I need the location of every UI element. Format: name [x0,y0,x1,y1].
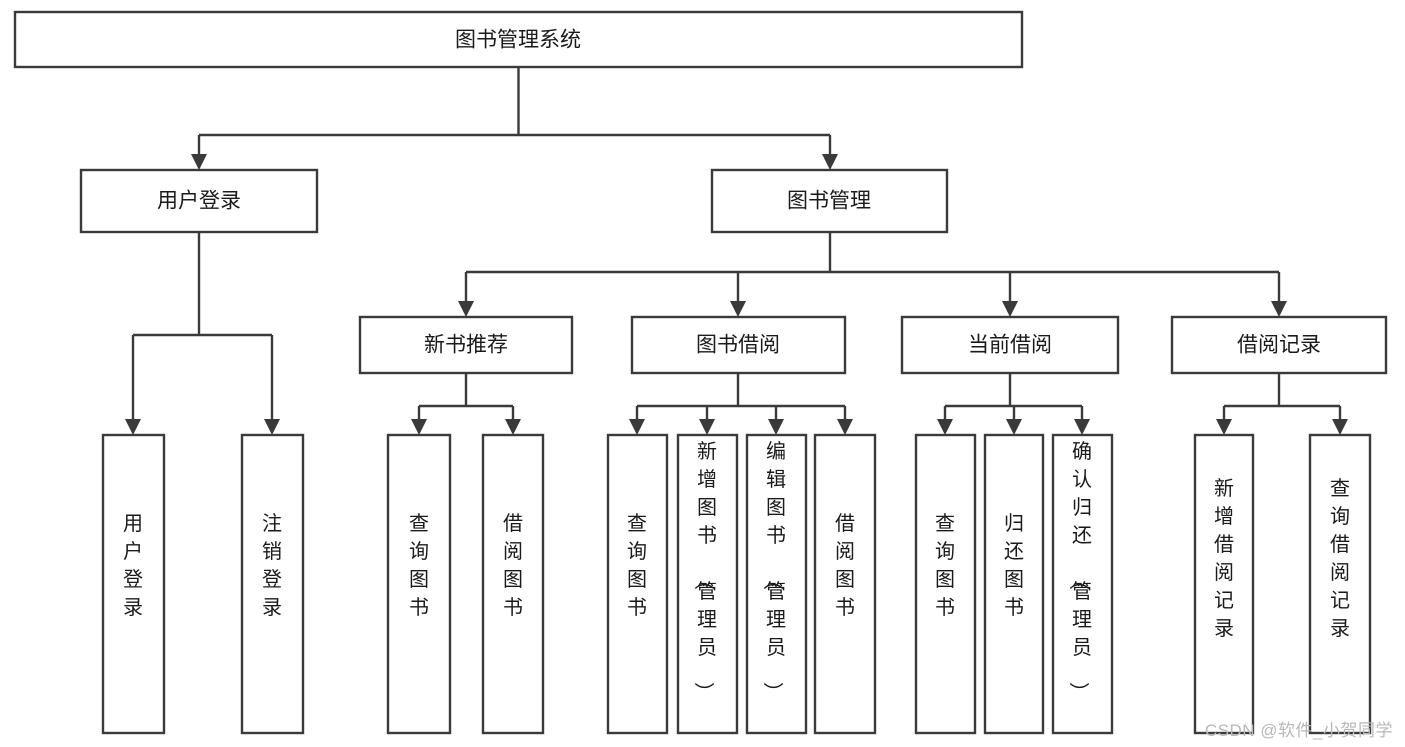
node-leaf-user-login-label: 用户登录 [123,513,143,619]
node-book-borrow[interactable]: 图书借阅 [630,315,847,375]
node-leaf-logout-label: 注销登录 [262,512,282,619]
arrow-head-current-borrow [1002,301,1018,317]
node-leaf-query-book-1-label: 查询图书 [409,512,429,619]
node-leaf-borrow-book-1-label: 借阅图书 [503,512,523,619]
arrow-head-leaf-user-login [125,419,141,435]
node-borrow-record-box[interactable] [1170,315,1388,375]
node-current-borrow[interactable]: 当前借阅 [900,315,1120,375]
csdn-watermark: CSDN @软件_小贺同学 [1204,721,1393,740]
node-leaf-query-record-box[interactable] [1308,433,1372,735]
node-user-login-box[interactable] [79,168,319,234]
node-borrow-record-label: 借阅记录 [1237,334,1321,357]
node-leaf-add-record-box[interactable] [1193,433,1255,735]
node-leaf-confirm-return-box[interactable] [1051,433,1114,735]
node-leaf-borrow-book-2[interactable]: 借阅图书 [813,433,877,735]
node-leaf-query-book-3-label: 查询图书 [935,512,955,619]
node-root-label: 图书管理系统 [455,29,581,52]
connector-layer [125,67,1348,435]
node-leaf-add-record-label: 新增借阅记录 [1214,477,1234,640]
node-leaf-edit-book-box[interactable] [745,433,808,735]
node-book-borrow-label: 图书借阅 [696,334,780,357]
node-user-login[interactable]: 用户登录 [79,168,319,234]
node-new-book-rec[interactable]: 新书推荐 [358,315,574,375]
node-book-manage-label: 图书管理 [787,190,871,213]
node-leaf-borrow-book-1[interactable]: 借阅图书 [481,433,545,735]
node-leaf-query-book-1[interactable]: 查询图书 [386,433,452,735]
node-leaf-confirm-return-label: 确认归还（管理员） [1067,440,1092,702]
node-leaf-return-book-label: 归还图书 [1004,512,1024,619]
node-user-login-label: 用户登录 [157,190,241,213]
node-leaf-add-record[interactable]: 新增借阅记录 [1193,433,1255,735]
node-leaf-return-book[interactable]: 归还图书 [983,433,1045,735]
arrow-head-leaf-return-book [1006,419,1022,435]
node-book-borrow-box[interactable] [630,315,847,375]
node-leaf-logout[interactable]: 注销登录 [240,433,305,735]
node-leaf-query-record-label: 查询借阅记录 [1330,477,1350,640]
node-leaf-add-book-box[interactable] [676,433,739,735]
node-leaf-query-book-3[interactable]: 查询图书 [914,433,977,735]
node-leaf-query-book-2-label: 查询图书 [627,512,647,619]
node-book-manage-box[interactable] [710,168,949,234]
node-leaf-user-login-box[interactable] [101,433,166,735]
arrow-head-borrow-record [1271,301,1287,317]
node-leaf-borrow-book-1-box[interactable] [481,433,545,735]
arrow-head-user-login [191,154,207,170]
node-book-manage[interactable]: 图书管理 [710,168,949,234]
arrow-head-leaf-query-record [1332,419,1348,435]
arrow-head-leaf-logout [264,419,280,435]
node-leaf-query-book-3-box[interactable] [914,433,977,735]
node-borrow-record[interactable]: 借阅记录 [1170,315,1388,375]
arrow-head-leaf-confirm-return [1074,419,1090,435]
node-leaf-borrow-book-2-box[interactable] [813,433,877,735]
node-current-borrow-label: 当前借阅 [968,334,1052,357]
node-leaf-user-login[interactable]: 用户登录 [101,433,166,735]
node-leaf-logout-box[interactable] [240,433,305,735]
arrow-head-book-manage [822,154,838,170]
node-leaf-return-book-box[interactable] [983,433,1045,735]
node-leaf-add-book-label: 新增图书（管理员） [692,440,717,702]
node-leaf-confirm-return[interactable]: 确认归还（管理员） [1051,433,1114,735]
node-root[interactable]: 图书管理系统 [13,10,1024,69]
arrow-head-book-borrow [730,301,746,317]
arrow-head-leaf-query-book-2 [629,419,645,435]
node-leaf-query-book-2-box[interactable] [606,433,669,735]
node-leaf-add-book[interactable]: 新增图书（管理员） [676,433,739,735]
node-new-book-rec-box[interactable] [358,315,574,375]
node-leaf-edit-book-label: 编辑图书（管理员） [761,440,786,702]
arrow-head-leaf-add-record [1216,419,1232,435]
arrow-head-leaf-edit-book [768,419,784,435]
node-root-box[interactable] [13,10,1024,69]
arrow-head-new-book-rec [458,301,474,317]
node-leaf-query-book-2[interactable]: 查询图书 [606,433,669,735]
arrow-head-leaf-add-book [699,419,715,435]
node-current-borrow-box[interactable] [900,315,1120,375]
node-leaf-borrow-book-2-label: 借阅图书 [835,512,855,619]
arrow-head-leaf-borrow-book-1 [505,419,521,435]
node-leaf-query-book-1-box[interactable] [386,433,452,735]
arrow-head-leaf-query-book-3 [937,419,953,435]
arrow-head-leaf-query-book-1 [411,419,427,435]
node-leaf-query-record[interactable]: 查询借阅记录 [1308,433,1372,735]
node-new-book-rec-label: 新书推荐 [424,334,508,357]
node-leaf-edit-book[interactable]: 编辑图书（管理员） [745,433,808,735]
arrow-head-leaf-borrow-book-2 [837,419,853,435]
